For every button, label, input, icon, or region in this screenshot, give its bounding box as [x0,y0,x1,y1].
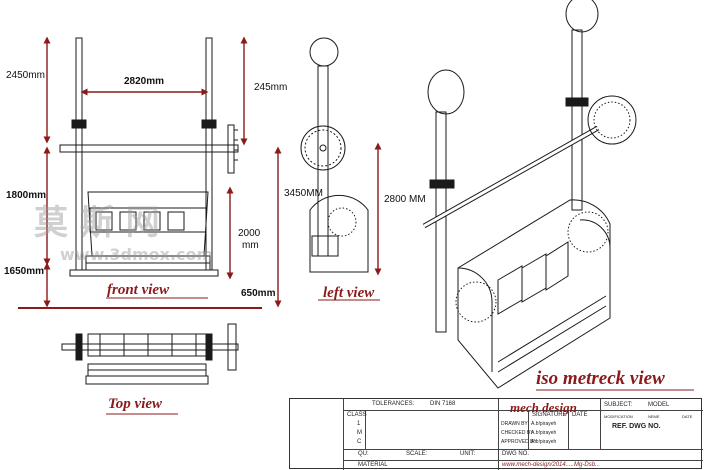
dim-front-axle-height: 1800mm [6,190,47,201]
watermark-cjk: 莫 斯 网 [34,203,160,243]
row-1: 1 [357,421,361,427]
qu-label: QU: [358,451,369,457]
scale-label: SCALE: [406,451,428,457]
site-text: www.mech-design/2014.....Mg-Dsb... [502,462,601,468]
class-label: CLASS [347,412,367,418]
dwg-no-label: DWG NO. [502,451,529,457]
front-view-dimension-lines [43,36,282,308]
approved-by-value: A.b!pirayeh [531,439,557,445]
front-view-drawing [18,37,262,309]
label-top-view: Top view [108,396,163,412]
dim-left-wheel-height: 2800 MM [384,194,426,205]
row-c: C [357,439,362,445]
label-iso-view: iso metreck view [536,368,665,389]
watermark-url: www.3dmox.com [60,245,214,264]
subject-label: SUBJECT: [604,402,633,408]
dim-front-hopper-unit: mm [242,240,259,251]
dim-front-hopper-height: 2000 [238,228,261,239]
left-view-drawing [300,37,369,273]
date2-label: DATE [682,414,693,419]
drawn-by-label: DRAWN BY [501,421,528,427]
dim-front-ground-clear: 650mm [241,288,276,299]
iso-view-drawing [422,0,637,389]
row-m: M [357,430,362,436]
date-label: DATE [572,412,588,418]
ref-dwg-no: REF. DWG NO. [612,423,661,430]
checked-by-label: CHECKED BY [501,430,534,436]
modification-label: MODIFICATION [604,414,633,419]
drawn-by-value: A.b!pirayeh [531,421,557,427]
material-label: MATERIAL [358,462,388,468]
tolerances-value: DIN 7168 [430,401,456,407]
tolerances-label: TOLERANCES: [372,401,415,407]
title-block: TOLERANCES: DIN 7168 mech design SUBJECT… [289,398,703,470]
label-left-view: left view [323,285,375,301]
dim-front-top-offset: 245mm [254,82,288,93]
label-front-view: front view [107,282,170,298]
dim-front-base-height: 1650mm [4,266,45,277]
subject-value: MODEL [648,402,670,408]
unit-label: UNIT: [460,451,475,457]
top-view-drawing [61,323,239,385]
checked-by-value: A.b!pirayeh [531,430,557,436]
brand-name: mech design [510,400,577,415]
dim-front-width: 2820mm [124,76,165,87]
name-label: NEME [648,414,660,419]
approved-by-label: APPROVED BY [501,439,537,445]
dim-left-total-height: 3450MM [284,188,323,199]
signature-label: SIGNATURE [532,412,567,418]
dim-front-height-total: 2450mm [6,70,45,81]
